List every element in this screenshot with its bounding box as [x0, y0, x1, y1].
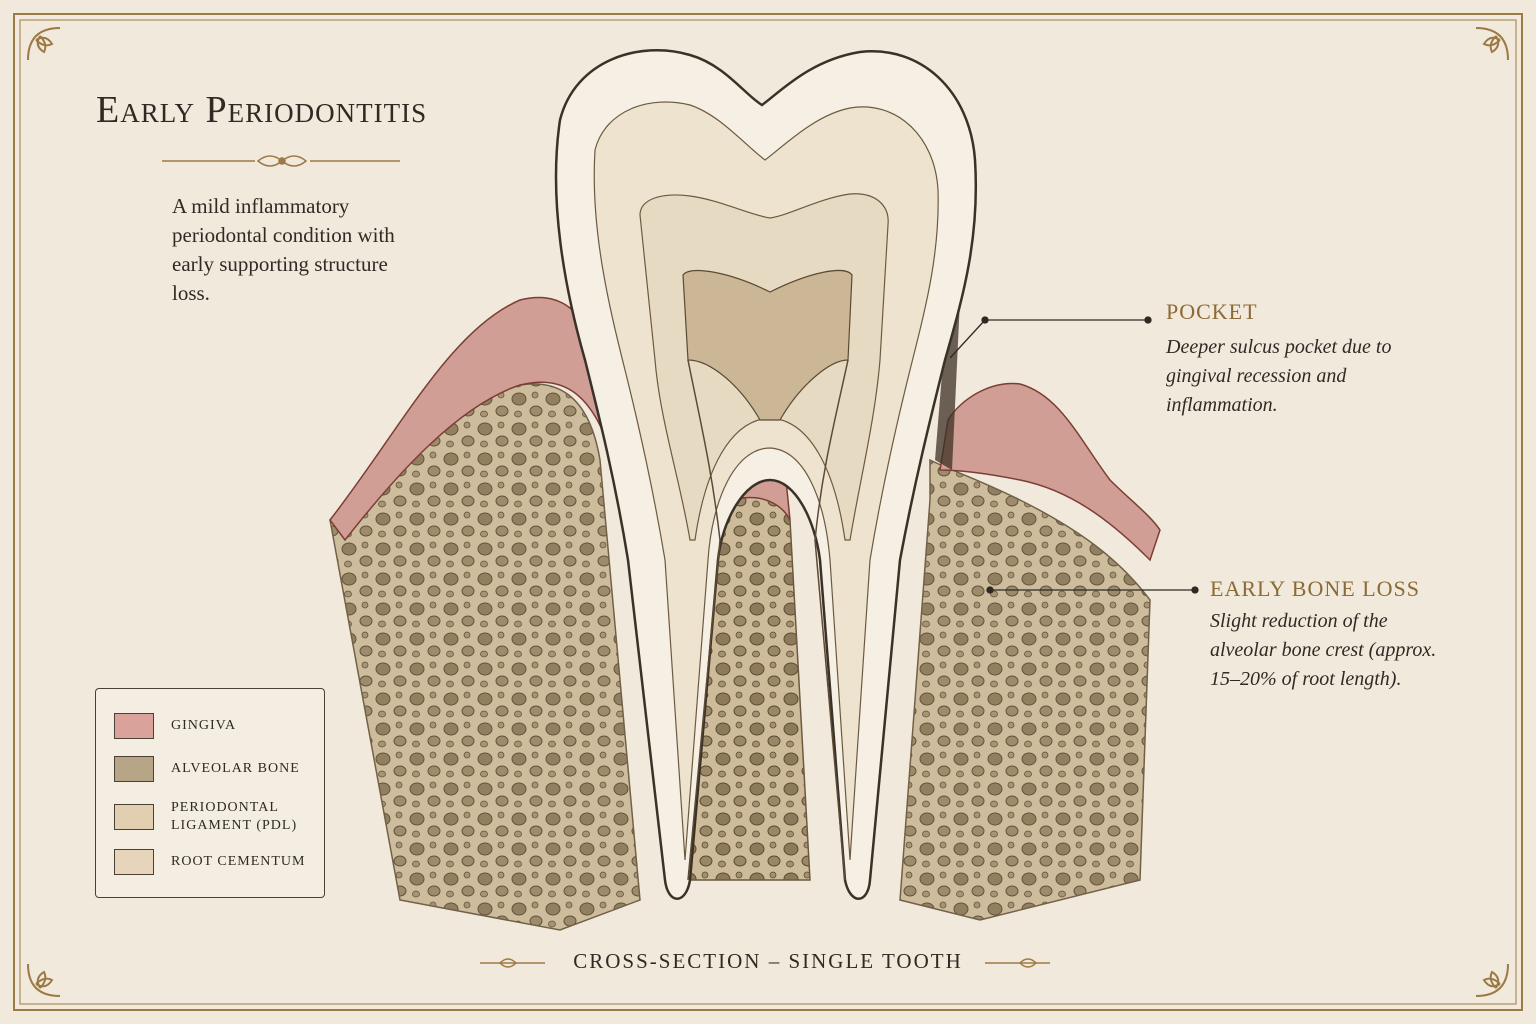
tooth	[554, 48, 978, 900]
legend-item-root-cementum: Root Cementum	[114, 849, 305, 875]
alveolar-bone-swatch	[114, 756, 154, 782]
pdl-swatch	[114, 804, 154, 830]
pocket-callout-title: POCKET	[1166, 299, 1258, 324]
callout-leaders	[949, 316, 1199, 594]
title-rule-ornament	[162, 155, 400, 167]
legend-label: Alveolar Bone	[171, 761, 300, 776]
gingiva-swatch	[114, 713, 154, 739]
legend-item-pdl: Periodontal Ligament (PDL)	[114, 799, 297, 835]
bone-loss-callout-text: Slight reduction of the alveolar bone cr…	[1210, 610, 1437, 690]
pocket-callout-text: Deeper sulcus pocket due to gingival rec…	[1166, 336, 1392, 416]
bone-loss-callout-title: EARLY BONE LOSS	[1210, 576, 1420, 601]
page-title: Early Periodontitis	[96, 89, 428, 131]
legend-label: Periodontal Ligament (PDL)	[171, 800, 298, 833]
legend-item-gingiva: Gingiva	[114, 713, 236, 739]
caption-ornaments	[480, 958, 1050, 968]
intro-text: A mild inflammatory periodontal conditio…	[172, 194, 395, 305]
pocket-shadow	[935, 300, 960, 470]
legend-item-alveolar-bone: Alveolar Bone	[114, 756, 300, 782]
alveolar-bone	[329, 383, 1151, 931]
caption: CROSS-SECTION – SINGLE TOOTH	[573, 949, 963, 973]
root-canals	[687, 359, 849, 881]
root-cementum-swatch	[114, 849, 154, 875]
legend-label: Root Cementum	[171, 854, 306, 869]
legend: Gingiva Alveolar Bone Periodontal Ligame…	[95, 688, 325, 898]
legend-label: Gingiva	[171, 718, 237, 733]
corner-ornaments	[27, 27, 1509, 997]
